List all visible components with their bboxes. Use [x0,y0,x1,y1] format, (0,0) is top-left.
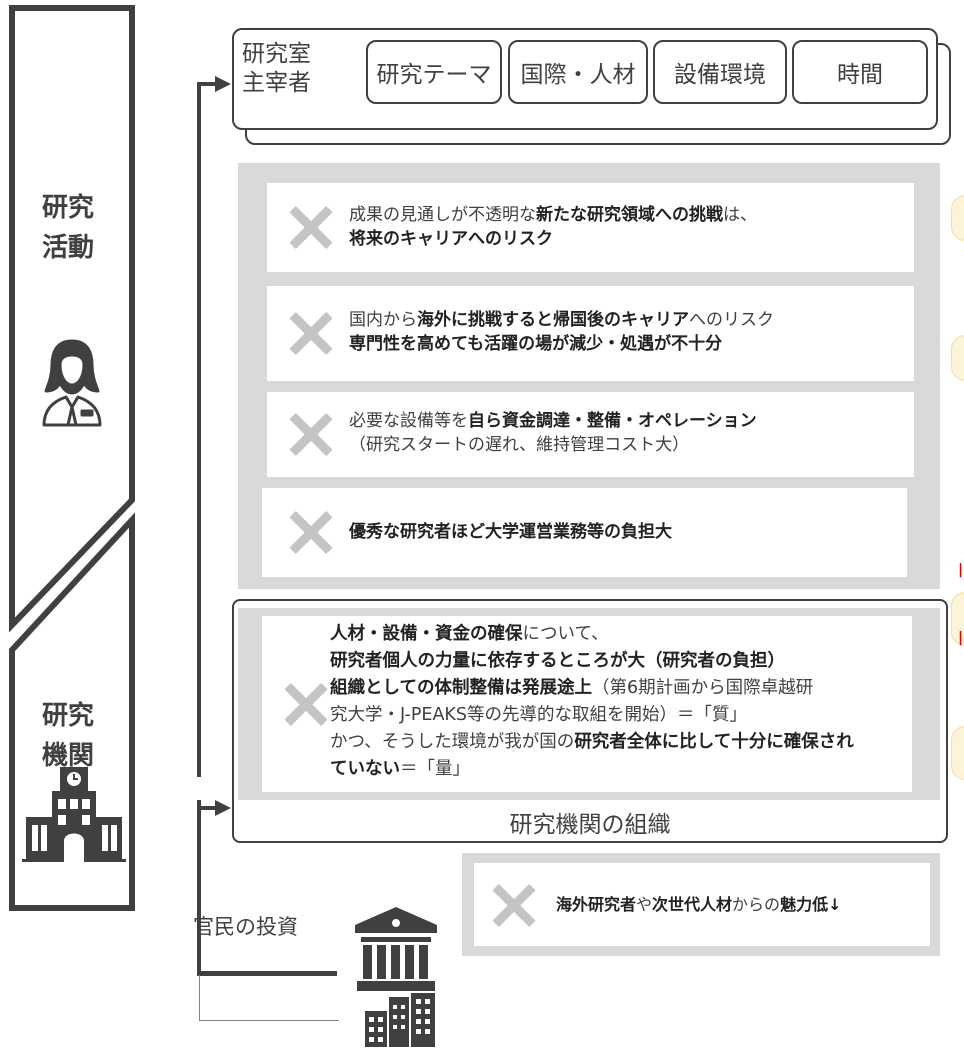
connector-to-company [199,1020,339,1021]
plain-text: について、 [522,624,609,644]
issue-text: 必要な設備等を自ら資金調達・整備・オペレーション （研究スタートの遅れ、維持管理コ… [349,409,757,457]
left-category-band [9,5,135,911]
x-icon [289,412,333,456]
emphasis-text: 人材・設備・資金の確保 [330,624,523,644]
attractiveness-issue-text: 海外研究者や次世代人材からの魅力低↓ [556,893,841,917]
org-issue-card: 人材・設備・資金の確保について、研究者個人の力量に依存するところが大（研究者の負… [262,616,912,792]
plain-text: （第6期計画から国際卓越研 [591,678,814,698]
arrow-right-icon [215,800,231,816]
plain-text: は、 [723,205,757,225]
plain-text: ＝「量」 [400,759,470,779]
university-icon [22,767,126,862]
header-item-research-theme: 研究テーマ [366,40,502,104]
emphasis-text: 自ら資金調達・整備・オペレーション [468,411,757,431]
cropped-red-mark: | [958,630,964,646]
emphasis-text: 専門性を高めても活躍の場が減少・処遇が不十分 [349,334,723,354]
issue-card: 国内から海外に挑戦すると帰国後のキャリアへのリスク専門性を高めても活躍の場が減少… [267,286,914,381]
header-item-facilities: 設備環境 [653,40,787,104]
plain-text: や [636,895,653,914]
org-issue-text: 人材・設備・資金の確保について、研究者個人の力量に依存するところが大（研究者の負… [330,621,854,783]
emphasis-text: 新たな研究領域への挑戦 [536,205,723,225]
connector-mid-horizontal [197,806,219,810]
investment-label: 官民の投資 [193,915,298,939]
x-icon [289,311,333,355]
connector-vertical-lower [197,800,201,975]
researcher-icon [42,339,102,427]
emphasis-text: 次世代人材 [652,895,733,914]
emphasis-text: 研究者全体に比して十分に確保され [574,732,854,752]
plain-text: からの [732,895,781,914]
issue-text: 成果の見通しが不透明な新たな研究領域への挑戦は、将来のキャリアへのリスク [349,203,757,251]
issue-card: 必要な設備等を自ら資金調達・整備・オペレーション （研究スタートの遅れ、維持管理コ… [267,392,914,477]
issue-text: 優秀な研究者ほど大学運営業務等の負担大 [349,520,672,544]
emphasis-text: 組織としての体制整備は発展途上 [330,678,592,698]
emphasis-text: 将来のキャリアへのリスク [349,229,553,249]
header-item-time: 時間 [792,40,928,104]
connector-to-bank [197,971,337,976]
cropped-callout-edge [951,335,964,381]
research-activity-label: 研究 活動 [42,193,95,263]
connector-top-horizontal [197,82,219,86]
plain-text: 必要な設備等を [349,411,468,431]
company-building-icon [365,993,435,1047]
arrow-right-icon [215,76,231,92]
cropped-callout-edge [951,726,964,780]
x-icon [289,510,333,554]
org-label: 研究機関の組織 [509,812,671,838]
plain-text: へのリスク [689,310,774,330]
lab-owner-label: 研究室 主宰者 [242,41,311,96]
issue-card: 成果の見通しが不透明な新たな研究領域への挑戦は、将来のキャリアへのリスク [267,183,914,272]
plain-text: 成果の見通しが不透明な [349,205,536,225]
header-item-international-talent: 国際・人材 [508,40,648,104]
emphasis-text: ていない [330,759,400,779]
emphasis-text: 海外研究者 [556,895,637,914]
issue-text: 国内から海外に挑戦すると帰国後のキャリアへのリスク専門性を高めても活躍の場が減少… [349,308,774,356]
attractiveness-issue-card: 海外研究者や次世代人材からの魅力低↓ [474,863,930,946]
connector-vertical-main [197,84,201,777]
emphasis-text: 魅力低↓ [780,895,842,914]
cropped-red-mark: | [958,562,964,578]
cropped-callout-edge [951,195,964,241]
plain-text: かつ、そうした環境が我が国の [330,732,575,752]
x-icon [284,682,328,726]
plain-text: 国内から [349,310,417,330]
research-institution-label: 研究 機関 [42,701,95,771]
plain-text: （研究スタートの遅れ、維持管理コスト大） [349,435,690,455]
x-icon [289,205,333,249]
x-icon [492,883,536,927]
emphasis-text: 研究者個人の力量に依存するところが大（研究者の負担） [330,651,785,671]
issue-card: 優秀な研究者ほど大学運営業務等の負担大 [262,488,907,577]
bank-icon [355,907,437,991]
emphasis-text: 海外に挑戦すると帰国後のキャリア [417,310,689,330]
emphasis-text: 優秀な研究者ほど大学運営業務等の負担大 [349,522,672,542]
plain-text: 究大学・J-PEAKS等の先導的な取組を開始）＝「質」 [330,705,748,725]
connector-thin-vertical [199,975,200,1021]
